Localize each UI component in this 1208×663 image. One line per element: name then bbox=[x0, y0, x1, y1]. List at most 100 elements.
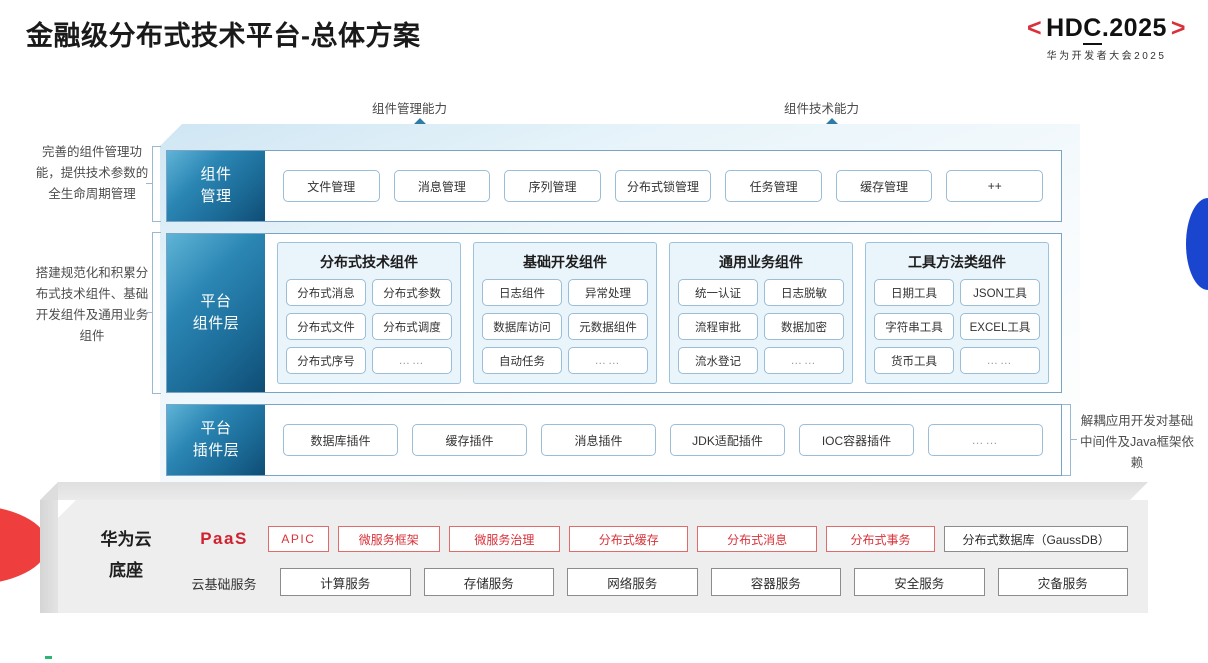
cloud-chip-container-service[interactable]: 容器服务 bbox=[710, 568, 841, 596]
brace-right-stem bbox=[1071, 439, 1077, 441]
layer-component-management[interactable]: 组件 管理 文件管理 消息管理 序列管理 分布式锁管理 任务管理 缓存管理 ++ bbox=[166, 150, 1062, 222]
chip-more-plus[interactable]: ++ bbox=[946, 170, 1044, 202]
layer-label-line1: 平台 bbox=[200, 293, 232, 310]
chip-log-component[interactable]: 日志组件 bbox=[482, 279, 562, 306]
chip-task-management[interactable]: 任务管理 bbox=[725, 170, 822, 202]
paas-chip-distributed-database-gaussdb[interactable]: 分布式数据库（GaussDB） bbox=[944, 526, 1128, 552]
chip-process-approval[interactable]: 流程审批 bbox=[678, 313, 758, 340]
group-distributed-tech: 分布式技术组件 分布式消息 分布式参数 分布式文件 分布式调度 分布式序号 …… bbox=[277, 242, 461, 384]
chip-database-plugin[interactable]: 数据库插件 bbox=[283, 424, 398, 456]
base-title-line1: 华为云 bbox=[100, 530, 152, 549]
paas-chip-microservice-governance[interactable]: 微服务治理 bbox=[448, 526, 561, 552]
group-grid: 日志组件 异常处理 数据库访问 元数据组件 自动任务 …… bbox=[482, 279, 648, 375]
chip-message-plugin[interactable]: 消息插件 bbox=[541, 424, 656, 456]
bracket-left-icon: < bbox=[1027, 14, 1043, 42]
component-management-chip-row: 文件管理 消息管理 序列管理 分布式锁管理 任务管理 缓存管理 ++ bbox=[265, 170, 1061, 202]
chip-excel-tool[interactable]: EXCEL工具 bbox=[960, 313, 1040, 340]
chip-sequence-management[interactable]: 序列管理 bbox=[504, 170, 601, 202]
chip-distributed-message[interactable]: 分布式消息 bbox=[286, 279, 366, 306]
hdc-logo-text-a: HD bbox=[1046, 14, 1084, 42]
chip-distributed-parameter[interactable]: 分布式参数 bbox=[372, 279, 452, 306]
paas-chip-distributed-message[interactable]: 分布式消息 bbox=[697, 526, 817, 552]
chip-jdk-adapter-plugin[interactable]: JDK适配插件 bbox=[670, 424, 785, 456]
chip-distributed-sequence[interactable]: 分布式序号 bbox=[286, 347, 366, 374]
layer-label-line1: 平台 bbox=[200, 420, 232, 437]
brace-left-top-stem bbox=[146, 183, 152, 185]
brace-left-top bbox=[152, 146, 161, 222]
paas-chip-distributed-cache[interactable]: 分布式缓存 bbox=[569, 526, 689, 552]
chip-more-dots[interactable]: …… bbox=[568, 347, 648, 374]
group-grid: 分布式消息 分布式参数 分布式文件 分布式调度 分布式序号 …… bbox=[286, 279, 452, 375]
layer-body-platform-plugin: 数据库插件 缓存插件 消息插件 JDK适配插件 IOC容器插件 …… bbox=[265, 405, 1061, 475]
paas-chip-microservice-framework[interactable]: 微服务框架 bbox=[337, 526, 440, 552]
cloud-chip-storage-service[interactable]: 存储服务 bbox=[423, 568, 554, 596]
base-left-edge-decoration bbox=[40, 500, 58, 613]
cloud-chip-disaster-recovery-service[interactable]: 灾备服务 bbox=[997, 568, 1128, 596]
green-mark-decoration bbox=[45, 656, 52, 659]
side-note-left-top: 完善的组件管理功能，提供技术参数的全生命周期管理 bbox=[35, 145, 149, 201]
chip-distributed-schedule[interactable]: 分布式调度 bbox=[372, 313, 452, 340]
cloud-chip-network-service[interactable]: 网络服务 bbox=[567, 568, 698, 596]
brace-left-bottom bbox=[152, 232, 161, 394]
chip-cache-management[interactable]: 缓存管理 bbox=[835, 170, 933, 202]
layer-label-line2: 组件层 bbox=[192, 315, 240, 332]
chip-file-management[interactable]: 文件管理 bbox=[283, 170, 380, 202]
hdc-logo: <HDC.2025> 华为开发者大会2025 bbox=[1023, 14, 1190, 62]
chip-unified-authentication[interactable]: 统一认证 bbox=[678, 279, 758, 306]
component-groups: 分布式技术组件 分布式消息 分布式参数 分布式文件 分布式调度 分布式序号 ……… bbox=[265, 234, 1061, 392]
blue-circle-decoration bbox=[1186, 198, 1208, 290]
arrow-label-right: 组件技术能力 bbox=[784, 102, 860, 116]
layer-label-platform-plugin: 平台 插件层 bbox=[167, 405, 265, 475]
group-utility-methods: 工具方法类组件 日期工具 JSON工具 字符串工具 EXCEL工具 货币工具 …… bbox=[865, 242, 1049, 384]
layer-platform-component[interactable]: 平台 组件层 分布式技术组件 分布式消息 分布式参数 分布式文件 分布式调度 分… bbox=[166, 233, 1062, 393]
chip-cache-plugin[interactable]: 缓存插件 bbox=[412, 424, 527, 456]
group-general-business: 通用业务组件 统一认证 日志脱敏 流程审批 数据加密 流水登记 …… bbox=[669, 242, 853, 384]
page-title: 金融级分布式技术平台-总体方案 bbox=[26, 21, 421, 51]
base-top-edge-decoration bbox=[58, 482, 1148, 500]
hdc-logo-text-b: C bbox=[1083, 14, 1102, 45]
chip-json-tool[interactable]: JSON工具 bbox=[960, 279, 1040, 306]
hdc-logo-text-c: .2025 bbox=[1101, 14, 1167, 42]
brace-right bbox=[1062, 404, 1071, 476]
group-title: 通用业务组件 bbox=[719, 254, 803, 270]
chip-currency-tool[interactable]: 货币工具 bbox=[874, 347, 954, 374]
chip-more-dots[interactable]: …… bbox=[764, 347, 844, 374]
layer-body-component-management: 文件管理 消息管理 序列管理 分布式锁管理 任务管理 缓存管理 ++ bbox=[265, 151, 1061, 221]
chip-ioc-container-plugin[interactable]: IOC容器插件 bbox=[799, 424, 914, 456]
chip-date-tool[interactable]: 日期工具 bbox=[874, 279, 954, 306]
chip-auto-task[interactable]: 自动任务 bbox=[482, 347, 562, 374]
cloud-chip-compute-service[interactable]: 计算服务 bbox=[280, 568, 411, 596]
chip-more-dots[interactable]: …… bbox=[372, 347, 452, 374]
side-note-left-bottom: 搭建规范化和积累分布式技术组件、基础开发组件及通用业务组件 bbox=[35, 266, 149, 343]
paas-chip-apic[interactable]: APIC bbox=[268, 526, 329, 552]
chip-data-encryption[interactable]: 数据加密 bbox=[764, 313, 844, 340]
group-basic-development: 基础开发组件 日志组件 异常处理 数据库访问 元数据组件 自动任务 …… bbox=[473, 242, 657, 384]
chip-database-access[interactable]: 数据库访问 bbox=[482, 313, 562, 340]
hdc-logo-main: <HDC.2025> bbox=[1023, 14, 1190, 45]
cloud-chip-security-service[interactable]: 安全服务 bbox=[854, 568, 985, 596]
group-title: 分布式技术组件 bbox=[320, 254, 418, 270]
layer-label-line2: 插件层 bbox=[192, 442, 240, 459]
paas-service-row: APIC 微服务框架 微服务治理 分布式缓存 分布式消息 分布式事务 分布式数据… bbox=[268, 526, 1128, 552]
group-title: 工具方法类组件 bbox=[908, 254, 1006, 270]
layer-platform-plugin[interactable]: 平台 插件层 数据库插件 缓存插件 消息插件 JDK适配插件 IOC容器插件 …… bbox=[166, 404, 1062, 476]
huawei-cloud-base-panel bbox=[58, 500, 1148, 613]
chip-metadata-component[interactable]: 元数据组件 bbox=[568, 313, 648, 340]
chip-message-management[interactable]: 消息管理 bbox=[393, 170, 491, 202]
chip-distributed-file[interactable]: 分布式文件 bbox=[286, 313, 366, 340]
paas-chip-distributed-transaction[interactable]: 分布式事务 bbox=[825, 526, 936, 552]
chip-transaction-register[interactable]: 流水登记 bbox=[678, 347, 758, 374]
chip-exception-handling[interactable]: 异常处理 bbox=[568, 279, 648, 306]
chip-more-dots[interactable]: …… bbox=[960, 347, 1040, 374]
arrow-label-left: 组件管理能力 bbox=[372, 102, 448, 116]
base-title-line2: 底座 bbox=[109, 561, 143, 580]
base-title: 华为云 底座 bbox=[78, 524, 174, 586]
chip-more-dots[interactable]: …… bbox=[928, 424, 1043, 456]
hdc-logo-subtitle: 华为开发者大会2025 bbox=[1046, 51, 1167, 62]
paas-label: PaaS bbox=[200, 529, 248, 548]
chip-log-desensitization[interactable]: 日志脱敏 bbox=[764, 279, 844, 306]
cloud-basic-service-row: 计算服务 存储服务 网络服务 容器服务 安全服务 灾备服务 bbox=[280, 568, 1128, 596]
chip-string-tool[interactable]: 字符串工具 bbox=[874, 313, 954, 340]
chip-distributed-lock-management[interactable]: 分布式锁管理 bbox=[614, 170, 712, 202]
